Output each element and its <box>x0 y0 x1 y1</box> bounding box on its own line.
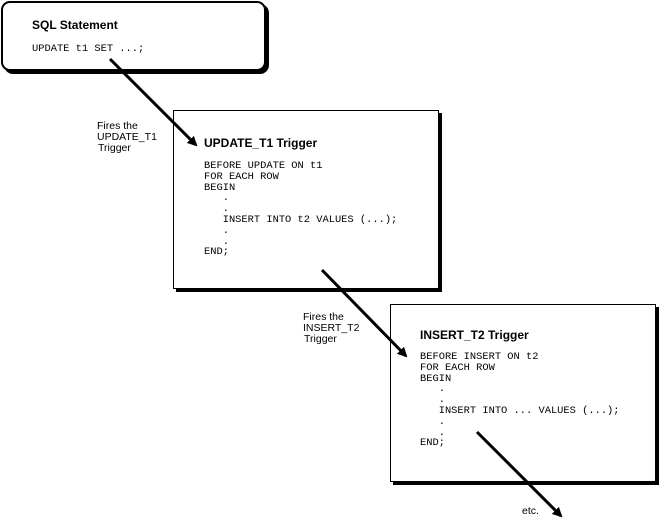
fires-update-t1-label: Fires the UPDATE_T1 Trigger <box>97 121 157 154</box>
insert-t2-code-line: INSERT INTO ... VALUES (...); <box>420 405 620 417</box>
update-t1-trigger-box: UPDATE_T1 Trigger BEFORE UPDATE ON t1 FO… <box>173 110 439 289</box>
update-t1-code-line: . <box>204 224 229 237</box>
insert-t2-trigger-title: INSERT_T2 Trigger <box>420 328 529 342</box>
fires-update-t1-line-1: Fires the <box>97 120 138 132</box>
insert-t2-code-line: . <box>420 426 445 439</box>
update-t1-code-line: . <box>204 203 229 216</box>
fires-insert-t2-line-2: INSERT_T2 <box>303 322 360 334</box>
fires-insert-t2-line-1: Fires the <box>303 311 344 323</box>
insert-t2-code-line: END; <box>420 437 445 450</box>
update-t1-code-line: BEGIN <box>204 181 236 194</box>
fires-update-t1-line-2: UPDATE_T1 <box>97 131 157 143</box>
fires-insert-t2-line-3: Trigger <box>304 333 337 345</box>
update-t1-code-line: . <box>204 235 229 248</box>
update-t1-code-line: BEFORE UPDATE ON t1 <box>204 160 323 172</box>
etc-label: etc. <box>522 505 539 517</box>
insert-t2-code-line: . <box>420 383 445 396</box>
arrow-update-t1-to-insert-t2 <box>320 268 408 358</box>
update-t1-code-line: . <box>204 192 229 205</box>
insert-t2-code-line: BEFORE INSERT ON t2 <box>420 351 539 363</box>
insert-t2-code-line: FOR EACH ROW <box>420 361 495 374</box>
insert-t2-trigger-box: INSERT_T2 Trigger BEFORE INSERT ON t2 FO… <box>390 304 656 482</box>
sql-statement-title: SQL Statement <box>32 18 118 32</box>
arrow-sql-to-update-t1 <box>108 57 198 147</box>
sql-statement-box: SQL Statement UPDATE t1 SET ...; <box>1 1 266 71</box>
insert-t2-code-line: . <box>420 394 445 407</box>
insert-t2-code-line: BEGIN <box>420 372 452 385</box>
insert-t2-code-line: . <box>420 415 445 428</box>
fires-insert-t2-label: Fires the INSERT_T2 Trigger <box>303 312 359 345</box>
arrow-insert-t2-to-etc <box>475 430 563 518</box>
update-t1-code-line: END; <box>204 246 229 259</box>
sql-statement-code: UPDATE t1 SET ...; <box>32 43 145 55</box>
fires-update-t1-line-3: Trigger <box>98 142 131 154</box>
update-t1-code-line: INSERT INTO t2 VALUES (...); <box>204 214 398 226</box>
update-t1-code-line: FOR EACH ROW <box>204 170 279 183</box>
update-t1-trigger-title: UPDATE_T1 Trigger <box>204 136 318 150</box>
